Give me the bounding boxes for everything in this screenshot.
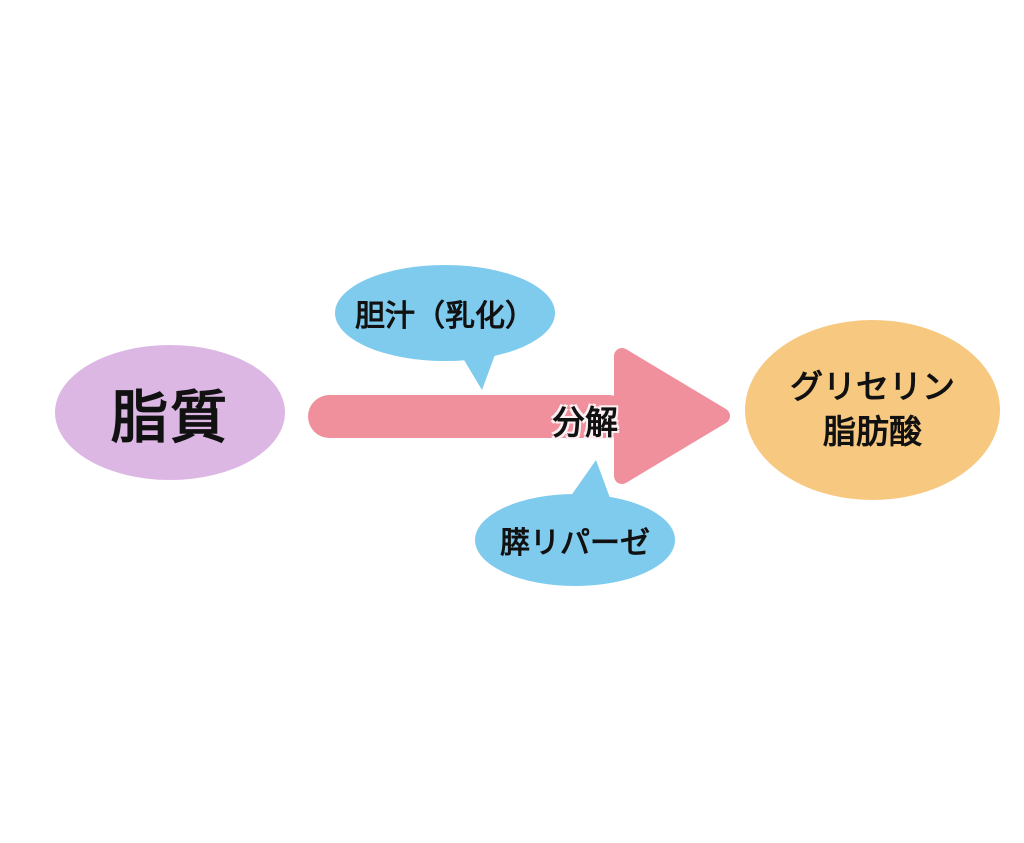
lipase-bubble-tail xyxy=(568,460,610,500)
product-label-line2: 脂肪酸 xyxy=(823,413,922,450)
lipase-bubble-label: 膵リパーゼ xyxy=(500,527,650,560)
lipase-bubble: 膵リパーゼ xyxy=(475,494,675,586)
product-ellipse: グリセリン 脂肪酸 xyxy=(745,320,1000,500)
digestion-arrow xyxy=(308,348,730,484)
product-label-line1: グリセリン xyxy=(790,368,955,406)
lipid-source-ellipse: 脂質 xyxy=(55,345,285,480)
arrow-head xyxy=(614,348,730,484)
bile-bubble: 胆汁（乳化） xyxy=(335,265,555,361)
bile-bubble-tail xyxy=(458,350,496,390)
bile-bubble-label: 胆汁（乳化） xyxy=(355,300,535,333)
lipid-source-label: 脂質 xyxy=(111,385,229,450)
arrow-body xyxy=(308,395,630,438)
arrow-label: 分解 xyxy=(552,404,618,441)
